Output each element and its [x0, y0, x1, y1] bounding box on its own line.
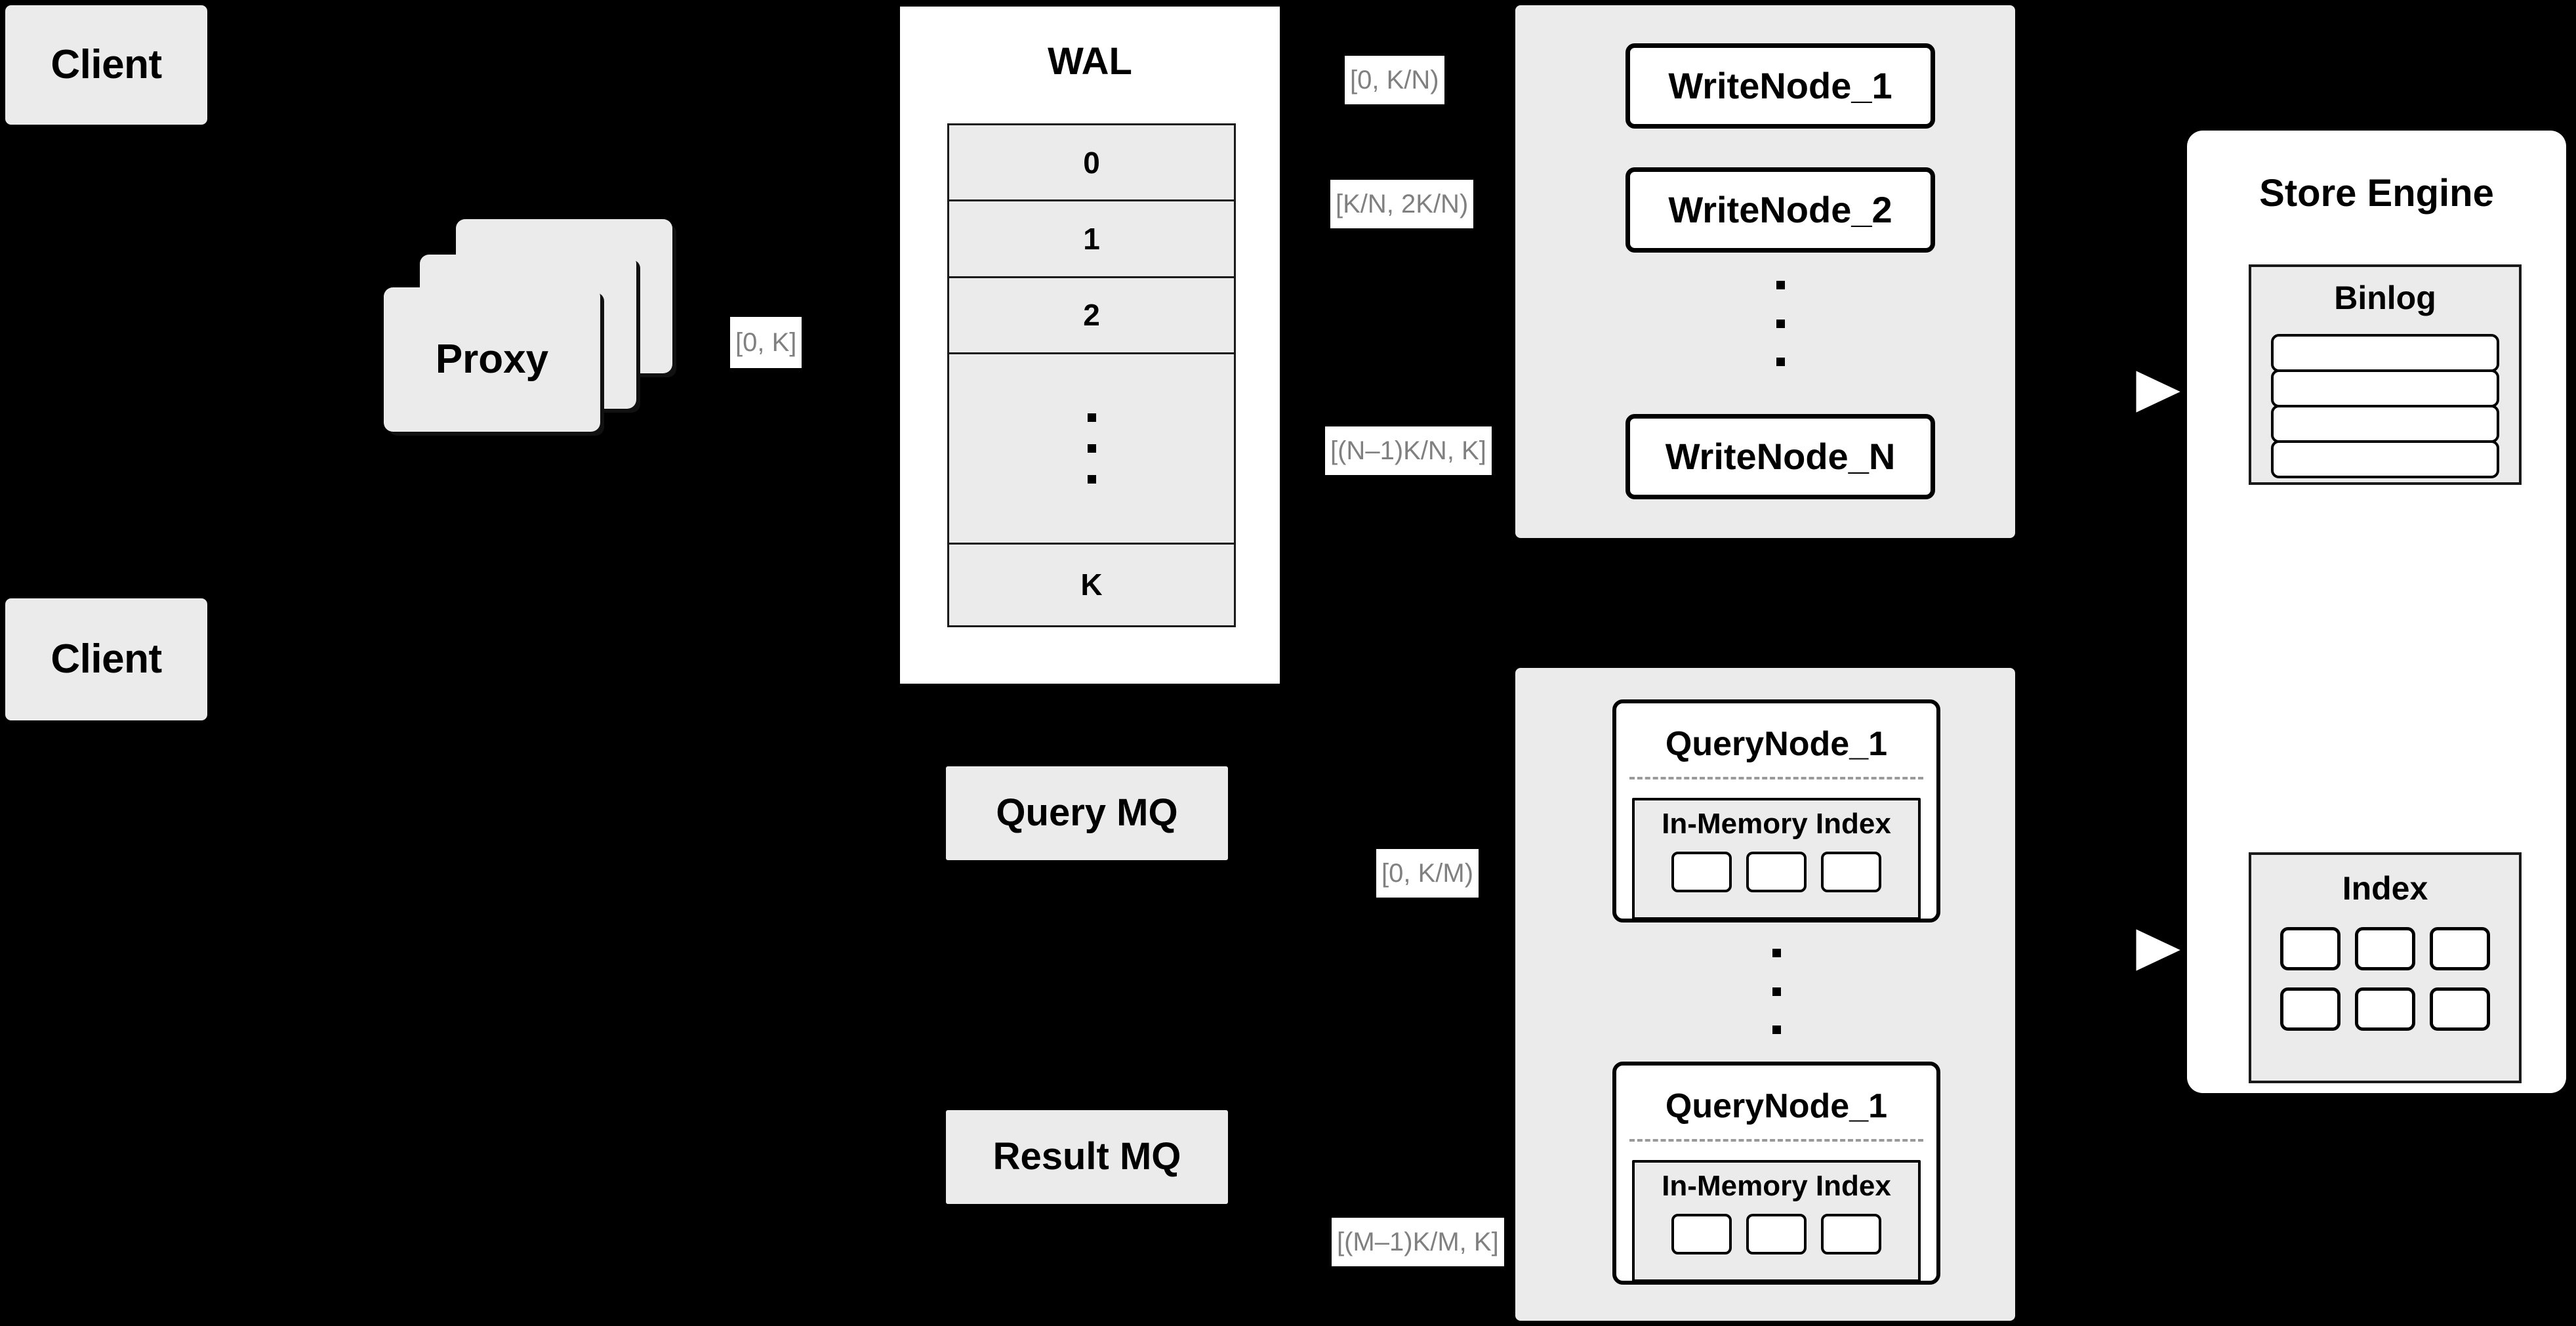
query-node-1-divider — [1629, 777, 1923, 779]
proxy-box[interactable]: Proxy — [384, 287, 600, 432]
wal-row-ellipsis — [949, 354, 1234, 545]
wal-row-k: K — [1080, 568, 1103, 602]
query-node-ellipsis — [1767, 949, 1786, 1034]
range-label-querynode-m: [(M–1)K/M, K] — [1332, 1218, 1504, 1266]
range-label-writenode-1: [0, K/N) — [1345, 56, 1444, 104]
wal-row-0: 0 — [949, 125, 1234, 202]
wal-ellipsis-dots — [1087, 413, 1096, 484]
index-panel: Index — [2249, 852, 2522, 1083]
in-memory-index-1-title: In-Memory Index — [1662, 808, 1891, 840]
store-engine-panel: Store Engine Binlog Index — [2187, 131, 2566, 1093]
ellipsis-dot — [1772, 949, 1781, 957]
write-node-n-label: WriteNode_N — [1665, 435, 1896, 477]
query-mq-box[interactable]: Query MQ — [946, 766, 1228, 860]
write-node-n[interactable]: WriteNode_N — [1625, 414, 1935, 499]
ellipsis-dot — [1776, 319, 1785, 328]
in-memory-index-m: In-Memory Index — [1632, 1160, 1921, 1282]
query-node-panel: QueryNode_1 In-Memory Index QueryNode_1 … — [1515, 668, 2015, 1321]
write-node-panel: WriteNode_1 WriteNode_2 WriteNode_N — [1515, 5, 2015, 538]
wal-panel: WAL 0 1 2 K — [897, 4, 1282, 686]
ellipsis-dot — [1087, 474, 1096, 484]
wal-row-1: 1 — [949, 201, 1234, 278]
in-memory-index-1-cells — [1635, 852, 1918, 892]
binlog-row — [2271, 334, 2499, 372]
ellipsis-dot — [1087, 413, 1096, 422]
index-cell — [2355, 927, 2415, 970]
ellipsis-dot — [1776, 358, 1785, 366]
query-node-1-title: QueryNode_1 — [1665, 725, 1888, 763]
binlog-rows — [2271, 334, 2499, 478]
write-node-1-label: WriteNode_1 — [1668, 64, 1892, 106]
index-cell — [1821, 852, 1881, 892]
binlog-row — [2271, 440, 2499, 478]
write-node-2[interactable]: WriteNode_2 — [1625, 167, 1935, 253]
binlog-row — [2271, 405, 2499, 443]
index-grid — [2251, 927, 2519, 1031]
write-node-1[interactable]: WriteNode_1 — [1625, 43, 1935, 129]
index-cell — [1746, 852, 1807, 892]
result-mq-label: Result MQ — [992, 1135, 1181, 1178]
index-cell — [2355, 987, 2415, 1031]
index-cell — [1671, 1214, 1732, 1254]
client-box-2[interactable]: Client — [5, 598, 207, 720]
index-cell — [1821, 1214, 1881, 1254]
range-label-proxy-to-wal: [0, K] — [730, 317, 802, 368]
binlog-row — [2271, 369, 2499, 407]
in-memory-index-m-title: In-Memory Index — [1662, 1170, 1891, 1202]
binlog-panel: Binlog — [2249, 264, 2522, 485]
index-cell — [2280, 927, 2341, 970]
query-node-m[interactable]: QueryNode_1 In-Memory Index — [1612, 1062, 1940, 1285]
ellipsis-dot — [1087, 444, 1096, 453]
client-box-1[interactable]: Client — [5, 5, 207, 125]
store-engine-title: Store Engine — [2259, 171, 2494, 215]
index-grid-row — [2280, 987, 2490, 1031]
proxy-label: Proxy — [435, 337, 549, 383]
query-node-m-divider — [1629, 1139, 1923, 1142]
query-mq-label: Query MQ — [996, 791, 1178, 835]
index-cell — [2430, 987, 2490, 1031]
query-node-m-title: QueryNode_1 — [1665, 1087, 1888, 1125]
index-cell — [2430, 927, 2490, 970]
ellipsis-dot — [1772, 987, 1781, 996]
wal-table: 0 1 2 K — [947, 123, 1236, 627]
ellipsis-dot — [1776, 281, 1785, 289]
wal-row-2: 2 — [949, 278, 1234, 354]
write-node-ellipsis — [1771, 281, 1789, 366]
ellipsis-dot — [1772, 1026, 1781, 1034]
client-label-1: Client — [51, 42, 162, 88]
client-label-2: Client — [51, 636, 162, 682]
range-label-querynode-1: [0, K/M) — [1376, 849, 1479, 898]
index-title: Index — [2342, 870, 2428, 907]
wal-title: WAL — [1048, 39, 1132, 83]
query-node-1[interactable]: QueryNode_1 In-Memory Index — [1612, 699, 1940, 922]
index-cell — [2280, 987, 2341, 1031]
index-cell — [1746, 1214, 1807, 1254]
range-label-writenode-n: [(N–1)K/N, K] — [1325, 426, 1492, 475]
result-mq-box[interactable]: Result MQ — [946, 1110, 1228, 1204]
in-memory-index-m-cells — [1635, 1214, 1918, 1254]
write-node-2-label: WriteNode_2 — [1668, 188, 1892, 230]
range-label-writenode-2: [K/N, 2K/N) — [1330, 180, 1474, 228]
index-cell — [1671, 852, 1732, 892]
binlog-title: Binlog — [2334, 280, 2436, 316]
in-memory-index-1: In-Memory Index — [1632, 798, 1921, 920]
index-grid-row — [2280, 927, 2490, 970]
